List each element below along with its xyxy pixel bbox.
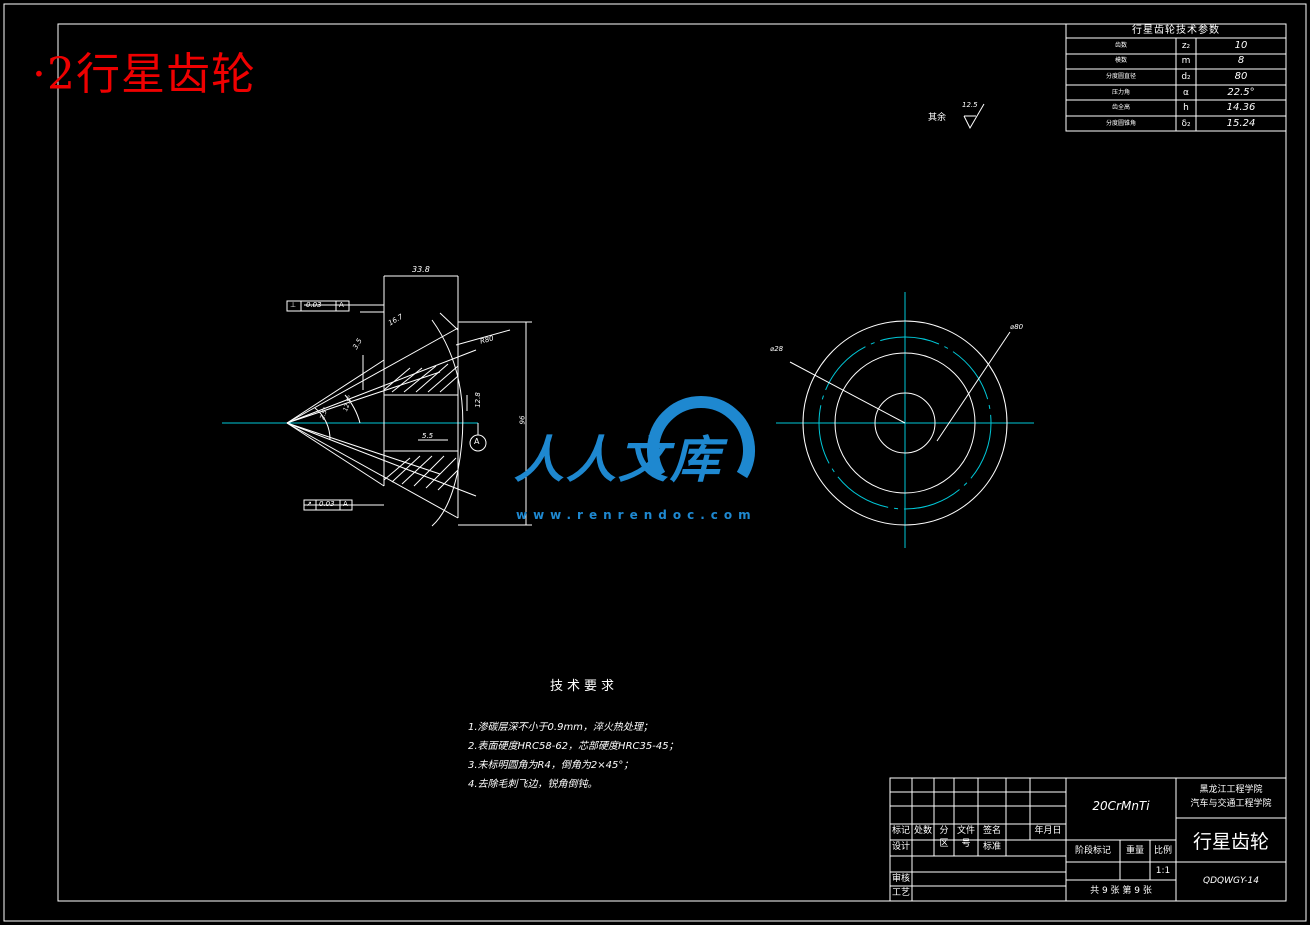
- param-name: 分度圆锥角: [1105, 120, 1136, 127]
- dim-top-width: 33.8: [412, 265, 430, 274]
- tol-2-value: 0.03: [319, 500, 335, 508]
- drawing-code: QDQWGY-14: [1203, 876, 1259, 886]
- datum-label: A: [474, 437, 480, 446]
- param-symbol: m: [1181, 56, 1191, 66]
- label-scale: 比例: [1153, 846, 1172, 856]
- label-stage-mark: 阶段标记: [1074, 846, 1111, 856]
- param-name: 齿数: [1114, 42, 1127, 49]
- tol-1-datum: A: [339, 301, 344, 309]
- department-name: 汽车与交通工程学院: [1190, 799, 1272, 809]
- label-review: 审核: [891, 874, 910, 884]
- requirement-item: 2.表面硬度HRC58-62，芯部硬度HRC35-45；: [468, 741, 679, 752]
- outer-border: [3, 3, 1307, 922]
- school-name: 黑龙江工程学院: [1199, 785, 1263, 795]
- section-hatching: [383, 363, 459, 491]
- param-value: 8: [1237, 55, 1245, 66]
- inner-border: [57, 23, 1287, 902]
- tech-requirements-list: 1.渗碳层深不小于0.9mm，淬火热处理； 2.表面硬度HRC58-62，芯部硬…: [468, 718, 679, 794]
- param-value: 80: [1234, 71, 1248, 82]
- drawing-name: 行星齿轮: [1192, 831, 1269, 853]
- page-title: ·2行星齿轮: [32, 49, 256, 100]
- header-date: 年月日: [1034, 826, 1062, 836]
- label-standard: 标准: [982, 842, 1001, 852]
- requirement-item: 1.渗碳层深不小于0.9mm，淬火热处理；: [468, 722, 653, 733]
- label-process: 工艺: [891, 888, 910, 898]
- dim-diameter-inner: 5.5: [422, 432, 434, 440]
- param-symbol: α: [1183, 88, 1189, 98]
- dim-circle-d1: ⌀28: [770, 345, 784, 353]
- tech-params-title: 行星齿轮技术参数: [1132, 25, 1220, 36]
- param-name: 模数: [1114, 57, 1127, 64]
- tol-2-symbol: ↗: [306, 500, 312, 508]
- param-name: 分度圆直径: [1105, 73, 1136, 80]
- param-symbol: z₂: [1181, 41, 1191, 51]
- param-name: 压力角: [1111, 89, 1130, 96]
- sheet-count: 共 9 张 第 9 张: [1090, 886, 1152, 896]
- requirement-item: 3.未标明圆角为R4，倒角为2×45°；: [468, 760, 634, 771]
- param-value: 14.36: [1226, 102, 1256, 113]
- header-count: 处数: [913, 826, 932, 836]
- watermark-logo: [647, 396, 755, 479]
- param-value: 10: [1234, 40, 1248, 51]
- tol-2-datum: A: [343, 500, 348, 508]
- roughness-label: 其余: [928, 113, 947, 123]
- param-symbol: d₂: [1181, 72, 1191, 82]
- label-weight: 重量: [1125, 846, 1144, 856]
- tol-1-value: 0.03: [306, 301, 322, 309]
- param-name: 齿全高: [1111, 104, 1130, 111]
- roughness-symbol: [963, 103, 985, 130]
- header-signature: 签名: [982, 826, 1001, 836]
- title-block-grid: [889, 777, 1287, 902]
- scale-value: 1:1: [1155, 866, 1171, 876]
- roughness-value: 12.5: [962, 101, 978, 109]
- material: 20CrMnTi: [1092, 799, 1150, 813]
- gear-front-view: [776, 292, 1034, 548]
- header-file-no: 文件号: [956, 826, 975, 849]
- header-mark: 标记: [891, 826, 910, 836]
- header-zone: 分 区: [939, 826, 949, 849]
- tech-params-grid: [1065, 23, 1287, 132]
- param-symbol: h: [1183, 103, 1189, 113]
- dim-circle-d2: ⌀80: [1010, 323, 1024, 331]
- label-design: 设计: [891, 842, 910, 852]
- requirement-item: 4.去除毛刺飞边，锐角倒钝。: [468, 779, 598, 790]
- param-value: 15.24: [1226, 118, 1256, 129]
- gear-section-view: [222, 275, 532, 527]
- param-symbol: δ₂: [1181, 119, 1191, 129]
- tech-requirements-title: 技术要求: [550, 679, 619, 694]
- watermark-text: 人人文库: [514, 431, 722, 489]
- tol-1-symbol: ⊥: [290, 301, 297, 309]
- dim-radius-small: 12.8: [473, 392, 482, 408]
- param-value: 22.5°: [1227, 87, 1255, 98]
- watermark-url: www.renrendoc.com: [516, 508, 757, 522]
